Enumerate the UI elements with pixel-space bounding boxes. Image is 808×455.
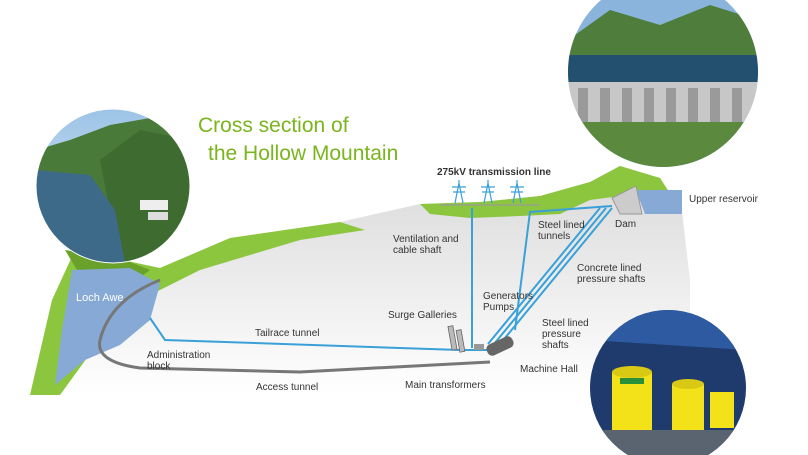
- label-transmission: 275kV transmission line: [437, 167, 551, 178]
- label-concrete-1: Concrete lined: [577, 263, 641, 274]
- photo-loch-awe: [36, 109, 190, 263]
- pressure-shaft-1: [499, 207, 613, 345]
- machine-hall-icon: [486, 336, 514, 356]
- surge-gallery-1: [447, 325, 458, 351]
- label-loch-awe: Loch Awe: [76, 292, 124, 304]
- pressure-shaft-3: [487, 207, 601, 345]
- photo-dam: [568, 0, 758, 167]
- upper-reservoir-water: [636, 190, 682, 214]
- label-concrete-2: pressure shafts: [577, 274, 645, 285]
- surge-gallery-2: [455, 329, 466, 353]
- mountain-rock: [30, 166, 690, 395]
- label-steel-shafts-1: Steel lined: [542, 318, 589, 329]
- diagram-title-line2: the Hollow Mountain: [208, 142, 398, 165]
- label-transformers: Main transformers: [405, 380, 486, 391]
- diagram-title-line1: Cross section of: [198, 114, 349, 137]
- label-steel-shafts-2: pressure: [542, 329, 581, 340]
- label-generators-2: Pumps: [483, 302, 514, 313]
- label-machine-hall: Machine Hall: [520, 364, 578, 375]
- label-steel-shafts-3: shafts: [542, 340, 569, 351]
- steel-tunnel-line: [514, 205, 613, 331]
- label-access: Access tunnel: [256, 382, 318, 393]
- label-surge: Surge Galleries: [388, 310, 457, 321]
- loch-awe-water: [55, 268, 160, 385]
- generators-block: [474, 344, 484, 350]
- label-generators-1: Generators: [483, 291, 533, 302]
- access-tunnel-line: [98, 278, 491, 374]
- label-ventilation-1: Ventilation and: [393, 234, 459, 245]
- label-steel-tunnels-2: tunnels: [538, 231, 570, 242]
- transmission-tower-icon: [440, 180, 540, 206]
- dam-icon: [611, 185, 643, 215]
- label-upper-reservoir: Upper reservoir: [689, 194, 759, 205]
- label-steel-tunnels-1: Steel lined: [538, 220, 585, 231]
- pressure-shaft-2: [493, 207, 607, 345]
- label-admin-1: Administration: [147, 350, 210, 361]
- label-dam: Dam: [615, 219, 636, 230]
- label-tailrace: Tailrace tunnel: [255, 328, 319, 339]
- label-admin-2: block: [147, 361, 171, 372]
- label-ventilation-2: cable shaft: [393, 245, 442, 256]
